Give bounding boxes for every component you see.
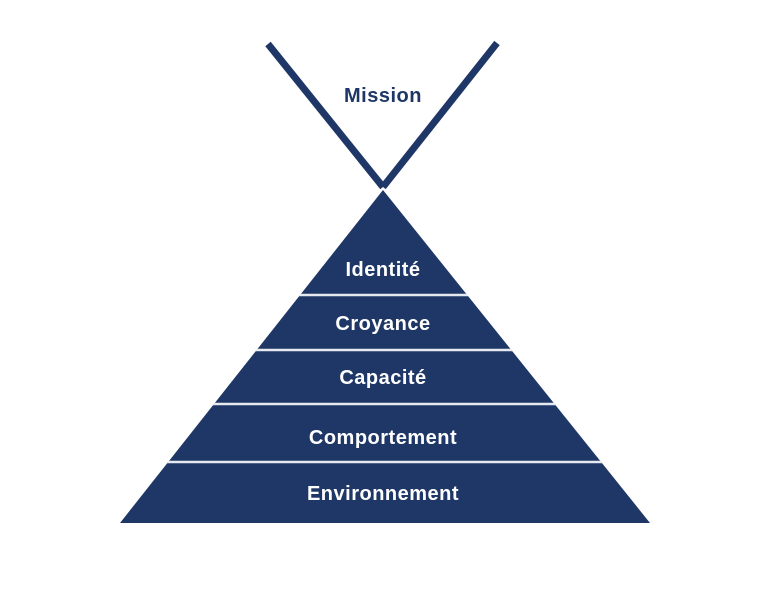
mission-v-right-stroke xyxy=(380,40,500,190)
level-label-comportement: Comportement xyxy=(309,427,457,449)
level-label-capacite: Capacité xyxy=(339,367,426,389)
pyramid-shape xyxy=(120,190,650,523)
mission-v-left-stroke xyxy=(265,41,386,190)
mission-label: Mission xyxy=(344,85,422,107)
level-label-croyance: Croyance xyxy=(335,313,430,335)
level-label-environnement: Environnement xyxy=(307,483,459,505)
level-label-identite: Identité xyxy=(345,259,420,281)
